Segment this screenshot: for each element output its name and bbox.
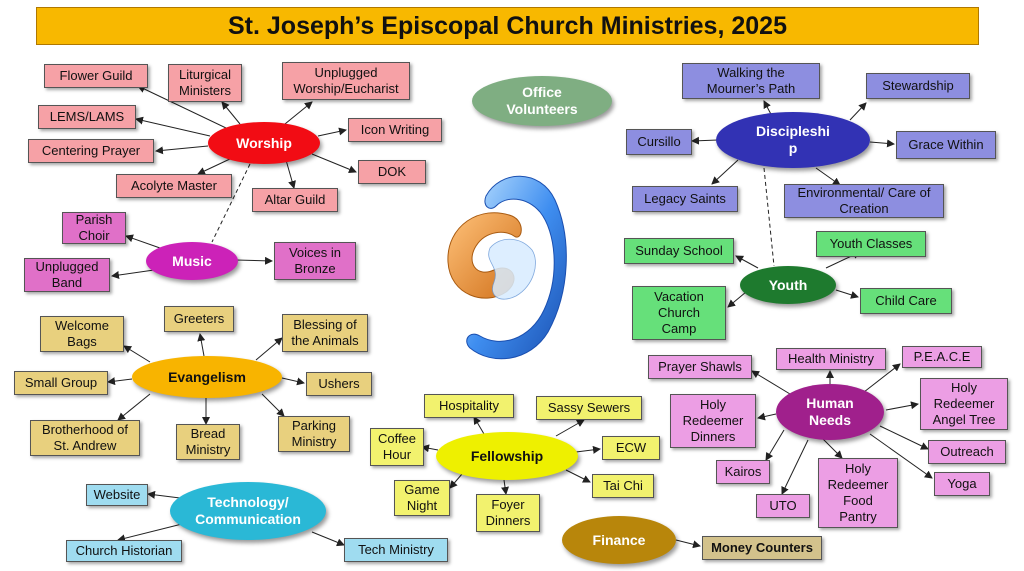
ministry-holy-redeemer-angel-tree[interactable]: Holy Redeemer Angel Tree [920,378,1008,430]
ministry-game-night[interactable]: Game Night [394,480,450,516]
ministry-lems-lams[interactable]: LEMS/LAMS [38,105,136,129]
ministry-unplugged-band[interactable]: Unplugged Band [24,258,110,292]
ministry-welcome-bags[interactable]: Welcome Bags [40,316,124,352]
ministry-greeters[interactable]: Greeters [164,306,234,332]
ministry-money-counters[interactable]: Money Counters [702,536,822,560]
ministry-acolyte-master[interactable]: Acolyte Master [116,174,232,198]
ministry-hospitality[interactable]: Hospitality [424,394,514,418]
ministry-ushers[interactable]: Ushers [306,372,372,396]
ministry-vacation-church-camp[interactable]: Vacation Church Camp [632,286,726,340]
ministry-cursillo[interactable]: Cursillo [626,129,692,155]
ministry-parking-ministry[interactable]: Parking Ministry [278,416,350,452]
ministry-sassy-sewers[interactable]: Sassy Sewers [536,396,642,420]
hub-office-volunteers[interactable]: Office Volunteers [472,76,612,126]
ministry-health-ministry[interactable]: Health Ministry [776,348,886,370]
ministry-foyer-dinners[interactable]: Foyer Dinners [476,494,540,532]
hub-fellowship[interactable]: Fellowship [436,432,578,480]
hub-worship[interactable]: Worship [208,122,320,164]
ministry-uto[interactable]: UTO [756,494,810,518]
st-joseph-logo-icon [447,175,567,360]
ministry-yoga[interactable]: Yoga [934,472,990,496]
ministry-outreach[interactable]: Outreach [928,440,1006,464]
ministry-voices-in-bronze[interactable]: Voices in Bronze [274,242,356,280]
ministry-sunday-school[interactable]: Sunday School [624,238,734,264]
ministry-prayer-shawls[interactable]: Prayer Shawls [648,355,752,379]
ministry-dok[interactable]: DOK [358,160,426,184]
ministry-holy-redeemer-food-pantry[interactable]: Holy Redeemer Food Pantry [818,458,898,528]
hub-technology[interactable]: Technology/ Communication [170,482,326,540]
ministry-youth-classes[interactable]: Youth Classes [816,231,926,257]
ministry-stewardship[interactable]: Stewardship [866,73,970,99]
ministry-tai-chi[interactable]: Tai Chi [592,474,654,498]
ministry-centering-prayer[interactable]: Centering Prayer [28,139,154,163]
ministry-tech-ministry[interactable]: Tech Ministry [344,538,448,562]
ministry-environmental-care-of-creation[interactable]: Environmental/ Care of Creation [784,184,944,218]
ministry-coffee-hour[interactable]: Coffee Hour [370,428,424,466]
hub-discipleship[interactable]: Discipleshi p [716,112,870,168]
ministry-walking-the-mourners-path[interactable]: Walking the Mourner’s Path [682,63,820,99]
ministry-small-group[interactable]: Small Group [14,371,108,395]
ministry-grace-within[interactable]: Grace Within [896,131,996,159]
ministry-holy-redeemer-dinners[interactable]: Holy Redeemer Dinners [670,394,756,448]
ministry-kairos[interactable]: Kairos [716,460,770,484]
ministry-child-care[interactable]: Child Care [860,288,952,314]
ministry-bread-ministry[interactable]: Bread Ministry [176,424,240,460]
ministry-website[interactable]: Website [86,484,148,506]
hub-human-needs[interactable]: Human Needs [776,384,884,440]
page-title: St. Joseph’s Episcopal Church Ministries… [36,7,979,45]
ministry-liturgical-ministers[interactable]: Liturgical Ministers [168,64,242,102]
ministry-legacy-saints[interactable]: Legacy Saints [632,186,738,212]
ministry-parish-choir[interactable]: Parish Choir [62,212,126,244]
ministry-brotherhood-of-st-andrew[interactable]: Brotherhood of St. Andrew [30,420,140,456]
ministry-altar-guild[interactable]: Altar Guild [252,188,338,212]
hub-music[interactable]: Music [146,242,238,280]
ministry-ecw[interactable]: ECW [602,436,660,460]
hub-evangelism[interactable]: Evangelism [132,356,282,398]
ministry-church-historian[interactable]: Church Historian [66,540,182,562]
ministry-icon-writing[interactable]: Icon Writing [348,118,442,142]
hub-youth[interactable]: Youth [740,266,836,304]
ministry-unplugged-worship-eucharist[interactable]: Unplugged Worship/Eucharist [282,62,410,100]
ministry-blessing-of-the-animals[interactable]: Blessing of the Animals [282,314,368,352]
ministry-flower-guild[interactable]: Flower Guild [44,64,148,88]
ministry-peace[interactable]: P.E.A.C.E [902,346,982,368]
hub-finance[interactable]: Finance [562,516,676,564]
